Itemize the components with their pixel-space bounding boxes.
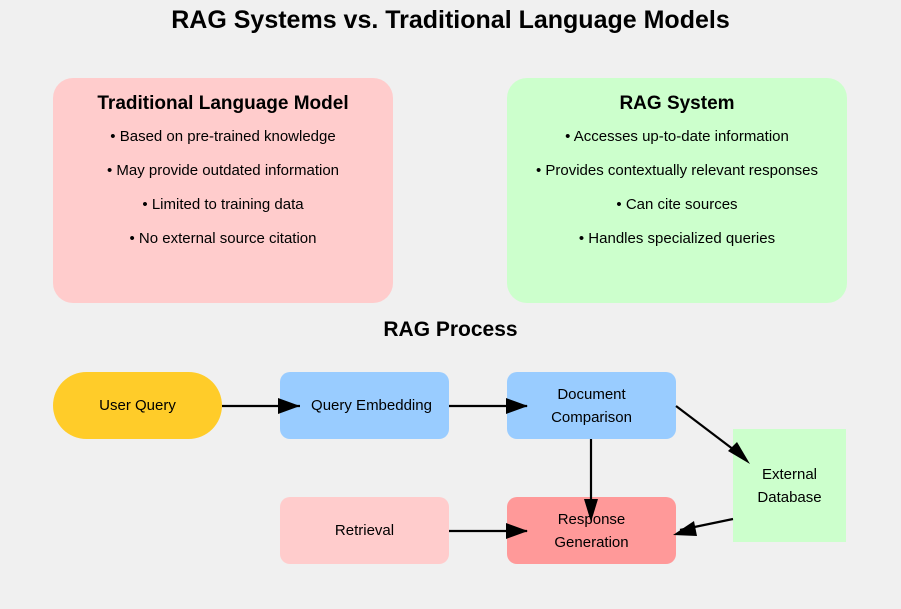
node-label-line1: Response bbox=[557, 510, 626, 528]
traditional-model-panel: Traditional Language Model • Based on pr… bbox=[53, 78, 393, 303]
list-item: • Based on pre-trained knowledge bbox=[110, 128, 336, 145]
node-query-embedding: Query Embedding bbox=[280, 372, 449, 439]
node-label-line2: Comparison bbox=[551, 408, 632, 426]
diagram-title: RAG Systems vs. Traditional Language Mod… bbox=[171, 6, 730, 34]
node-label: Query Embedding bbox=[311, 397, 432, 414]
list-item: • May provide outdated information bbox=[106, 162, 340, 179]
list-item: • Accesses up-to-date information bbox=[565, 128, 789, 145]
node-response-generation: Response Generation bbox=[507, 497, 676, 564]
node-document-comparison: Document Comparison bbox=[507, 372, 676, 439]
node-label-line2: Generation bbox=[554, 533, 629, 551]
list-item: • Provides contextually relevant respons… bbox=[535, 162, 819, 179]
list-item: • No external source citation bbox=[129, 230, 317, 247]
traditional-model-list: • Based on pre-trained knowledge • May p… bbox=[53, 128, 393, 247]
node-label-line1: Document bbox=[557, 385, 626, 403]
node-retrieval: Retrieval bbox=[280, 497, 449, 564]
arrowhead-icon bbox=[673, 521, 697, 536]
list-item: • Limited to training data bbox=[142, 196, 304, 213]
edge-external-database-to-response-generation bbox=[679, 517, 734, 532]
list-item: • Can cite sources bbox=[616, 196, 738, 213]
node-user-query: User Query bbox=[53, 372, 222, 439]
node-label-line2: Database bbox=[757, 488, 822, 506]
process-title: RAG Process bbox=[383, 318, 518, 341]
node-label-line1: External bbox=[761, 465, 818, 483]
list-item: • Handles specialized queries bbox=[578, 230, 776, 247]
node-label: Retrieval bbox=[334, 522, 395, 539]
node-label: User Query bbox=[99, 397, 176, 414]
rag-system-heading: RAG System bbox=[619, 93, 735, 114]
rag-system-panel: RAG System • Accesses up-to-date informa… bbox=[507, 78, 847, 303]
rag-system-list: • Accesses up-to-date information • Prov… bbox=[507, 128, 847, 247]
traditional-model-heading: Traditional Language Model bbox=[97, 93, 349, 114]
node-external-database: External Database bbox=[733, 429, 846, 542]
